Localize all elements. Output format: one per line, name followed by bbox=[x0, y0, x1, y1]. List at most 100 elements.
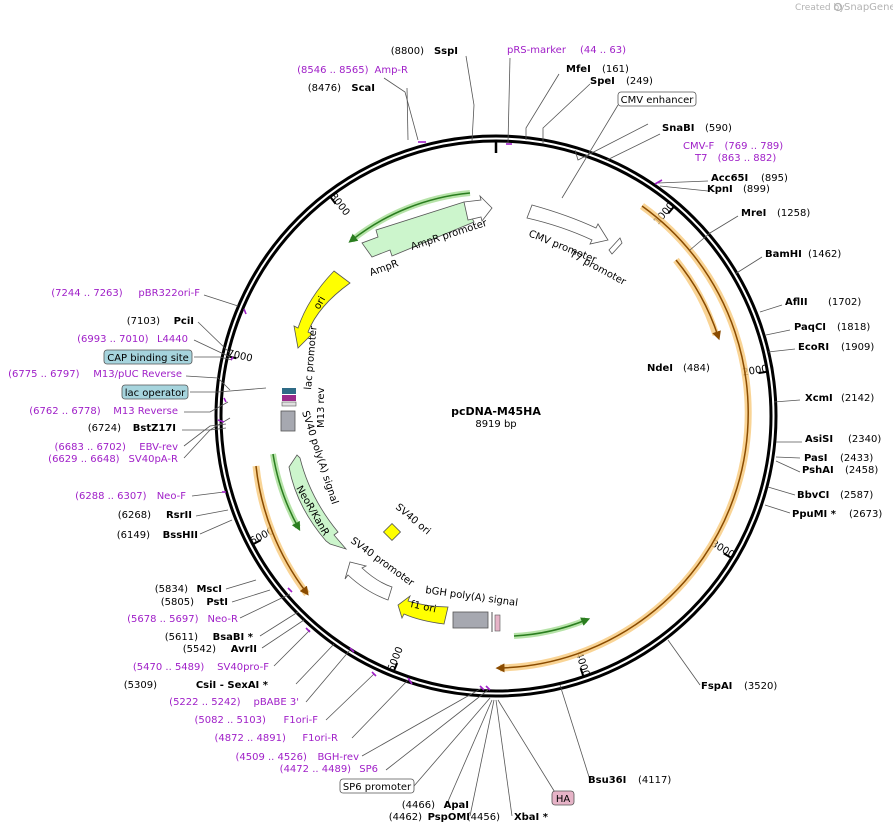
enzyme-name: RsrII bbox=[166, 510, 192, 521]
enzyme-name: SnaBI bbox=[662, 123, 694, 134]
enzyme-site: KpnI(899) bbox=[707, 184, 770, 195]
enzyme-position: (5309) bbox=[124, 680, 157, 691]
enzyme-name: Acc65I bbox=[711, 173, 748, 184]
feature-ha-tag bbox=[494, 614, 501, 632]
enzyme-name: KpnI bbox=[707, 184, 733, 195]
primer-range: (863 .. 882) bbox=[718, 153, 777, 164]
primer-label: M13 Reverse (6762 .. 6778) bbox=[29, 406, 178, 417]
primer-name: F1ori-F bbox=[284, 715, 319, 726]
orf-arc-inner-line bbox=[675, 259, 721, 341]
primer-range: (4872 .. 4891) bbox=[214, 733, 286, 744]
enzyme-name: PstI bbox=[206, 597, 228, 608]
primer-range: (5678 .. 5697) bbox=[127, 614, 199, 625]
box-lac-operator-text: lac operator bbox=[125, 388, 186, 399]
enzyme-position: (3520) bbox=[744, 681, 777, 692]
box-ha: HA bbox=[551, 790, 575, 806]
enzyme-site: PstI (5805) bbox=[161, 597, 228, 608]
enzyme-name: BbvCI bbox=[797, 490, 829, 501]
primer-name: Neo-F bbox=[157, 491, 187, 502]
tick-label: 8000 bbox=[327, 191, 351, 218]
tick-mark bbox=[252, 539, 262, 546]
feature-ori bbox=[293, 270, 351, 349]
enzyme-position: (6268) bbox=[118, 510, 151, 521]
enzyme-site: MscI(5834) bbox=[155, 584, 222, 595]
enzyme-position: (1462) bbox=[808, 249, 841, 260]
tick-label: 7000 bbox=[226, 348, 253, 364]
primer-range: (6762 .. 6778) bbox=[29, 406, 101, 417]
enzyme-site: SpeI(249) bbox=[590, 76, 653, 87]
primer-range: (769 .. 789) bbox=[725, 141, 784, 152]
enzyme-site: PshAI(2458) bbox=[802, 465, 878, 476]
primer-range: (6993 .. 7010) bbox=[77, 334, 149, 345]
enzyme-site: PpuMI *(2673) bbox=[792, 509, 882, 520]
enzyme-site: MfeI(161) bbox=[566, 64, 629, 75]
primer-name: SV40pro-F bbox=[217, 662, 269, 673]
primer-label: pRS-marker(44 .. 63) bbox=[507, 45, 626, 56]
enzyme-name: BstZ17I bbox=[133, 423, 176, 434]
enzyme-name: PasI bbox=[804, 453, 827, 464]
enzyme-site: XcmI(2142) bbox=[805, 393, 874, 404]
green-orf-bottom bbox=[513, 617, 588, 639]
box-cmv-enhancer-text: CMV enhancer bbox=[621, 95, 695, 106]
backbone bbox=[214, 134, 778, 698]
primer-name: F1ori-R bbox=[302, 733, 338, 744]
orf-arc-outer-line bbox=[495, 205, 749, 673]
green-orf-top-line bbox=[348, 192, 471, 243]
primer-range: (7244 .. 7263) bbox=[51, 288, 123, 299]
enzyme-name: MreI bbox=[741, 208, 766, 219]
snapgene-logo-icon bbox=[833, 2, 843, 12]
enzyme-name: AvrII bbox=[231, 644, 257, 655]
enzyme-position: (161) bbox=[602, 64, 629, 75]
primer-range: (5470 .. 5489) bbox=[133, 662, 205, 673]
enzyme-site: BbvCI (2587) bbox=[797, 490, 873, 501]
enzyme-position: (4456) bbox=[467, 812, 500, 823]
enzyme-name: PpuMI * bbox=[792, 509, 837, 520]
primer-name: M13 Reverse bbox=[113, 406, 178, 417]
primer-label: L4440(6993 .. 7010) bbox=[77, 334, 188, 345]
primer-name: Amp-R bbox=[375, 65, 409, 76]
enzyme-site: FspAI(3520) bbox=[701, 681, 777, 692]
enzyme-position: (895) bbox=[761, 173, 788, 184]
feature-ampr bbox=[361, 201, 475, 258]
feature-f1-ori bbox=[397, 594, 449, 625]
enzyme-site: AvrII(5542) bbox=[183, 644, 257, 655]
enzyme-position: (4466) bbox=[402, 800, 435, 811]
enzyme-position: (5805) bbox=[161, 597, 194, 608]
enzyme-name: AflII bbox=[785, 297, 808, 308]
orf-arc-left-line bbox=[255, 465, 309, 596]
tick-mark bbox=[579, 667, 585, 678]
feature-ampr-promoter bbox=[463, 194, 493, 222]
box-ha-text: HA bbox=[556, 794, 571, 805]
label-m13-rev: M13 rev bbox=[316, 387, 327, 428]
label-ampr: AmpR bbox=[368, 258, 400, 279]
primer-range: (6775 .. 6797) bbox=[8, 369, 80, 380]
labels-layer: MfeI(161)SpeI(249)NdeI(484)SnaBI(590)Acc… bbox=[8, 45, 882, 823]
primer-label: Amp-R(8546 .. 8565) bbox=[297, 65, 408, 76]
primer-range: (4509 .. 4526) bbox=[235, 752, 307, 763]
enzyme-name: MscI bbox=[196, 584, 222, 595]
enzyme-position: (1909) bbox=[841, 342, 874, 353]
green-orf-bottom-line bbox=[513, 617, 591, 637]
primer-name: Neo-R bbox=[208, 614, 239, 625]
enzyme-site: BssHII(6149) bbox=[117, 530, 198, 541]
enzyme-site: CsiI - SexAI * (5309) bbox=[124, 680, 269, 691]
enzyme-position: (1258) bbox=[777, 208, 810, 219]
feature-t7-promoter bbox=[608, 237, 623, 255]
tick-mark bbox=[667, 205, 675, 214]
tick-mark bbox=[758, 370, 768, 375]
enzyme-name: EcoRI bbox=[798, 342, 829, 353]
feature-m13-rev-box bbox=[281, 401, 297, 407]
primer-range: (6629 .. 6648) bbox=[48, 454, 120, 465]
enzyme-position: (2587) bbox=[840, 490, 873, 501]
enzyme-name: PspOMI bbox=[428, 812, 470, 823]
primer-label: F1ori-F(5082 .. 5103) bbox=[194, 715, 318, 726]
enzyme-name: PshAI bbox=[802, 465, 834, 476]
enzyme-name: NdeI bbox=[647, 363, 673, 374]
primer-name: T7 bbox=[694, 153, 707, 164]
box-sp6-promoter-text: SP6 promoter bbox=[343, 782, 412, 793]
feature-lac-operator-box bbox=[282, 395, 296, 401]
enzyme-site: SspI(8800) bbox=[391, 46, 458, 57]
orf-arc-inner bbox=[673, 257, 720, 337]
enzyme-name: CsiI - SexAI * bbox=[196, 680, 269, 691]
